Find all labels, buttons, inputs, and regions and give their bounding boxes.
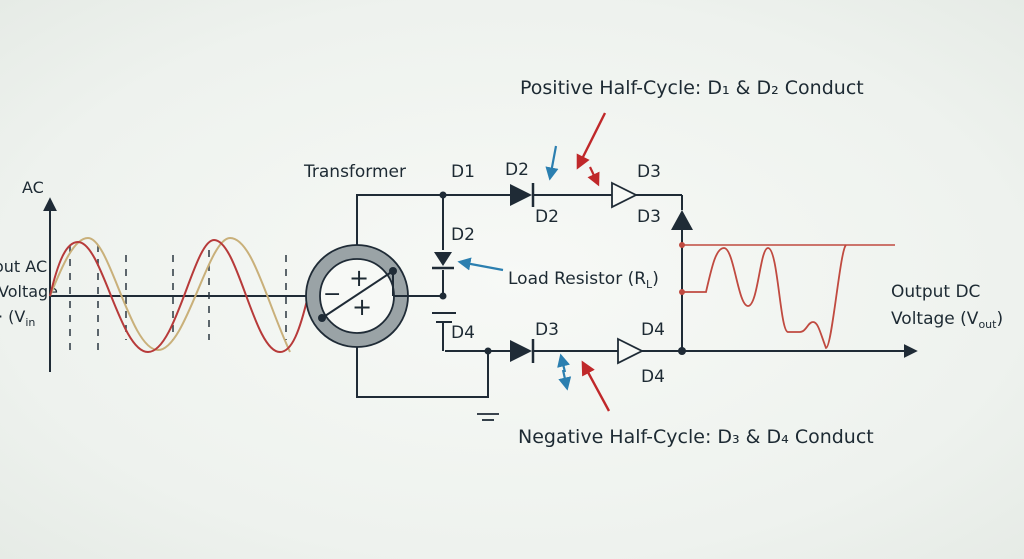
label-d3-top: D3 (637, 162, 661, 182)
label-d4-below: D4 (641, 367, 665, 387)
load-resistor-sub: L (646, 278, 653, 291)
label-d3-below: D3 (637, 207, 661, 227)
transformer-core-diagonal (321, 270, 394, 319)
output-dot-top (679, 242, 685, 248)
output-waveform (682, 244, 847, 349)
transformer-minus: − (323, 282, 341, 307)
transformer-terminal-bottom (318, 314, 326, 322)
transformer-plus-top: + (349, 264, 369, 292)
input-axis-label: AC (22, 178, 44, 197)
negative-half-cycle-title: Negative Half-Cycle: D₃ & D₄ Conduct (518, 426, 874, 448)
output-vout-close: ) (996, 309, 1003, 329)
label-d2-vertical: D2 (451, 225, 475, 245)
output-vout-sub: out (978, 318, 997, 331)
output-label-line2: Voltage (Vout) (891, 309, 1003, 331)
label-d2-below: D2 (535, 207, 559, 227)
input-vin-text: · (V (0, 307, 25, 326)
buffer-top (611, 181, 639, 209)
label-d4-bottom: D4 (641, 320, 665, 340)
label-d1-top: D1 (451, 162, 475, 182)
diode-bottom-left (510, 339, 535, 363)
label-d2-top: D2 (505, 160, 529, 180)
load-resistor-label: Load Resistor (RL) (508, 269, 659, 291)
transformer-label: Transformer (303, 162, 406, 182)
output-vout-text: Voltage (V (891, 309, 979, 329)
input-vin-sub: in (25, 316, 35, 329)
input-wave-red (49, 238, 309, 354)
circuit-wires (356, 194, 683, 398)
input-wave-tan (49, 236, 291, 353)
red-arrow-top-long (576, 112, 607, 170)
transformer-plus-bottom: + (352, 293, 372, 321)
output-dot-mid (679, 289, 685, 295)
load-resistor-text: Load Resistor (R (508, 269, 646, 289)
output-label-line1: Output DC (891, 282, 980, 302)
load-resistor-close: ) (652, 269, 659, 289)
blue-arrow-load (457, 257, 504, 272)
junction-dots (439, 191, 686, 355)
capacitor-symbol (432, 312, 456, 351)
input-label-line2: Voltage (0, 282, 58, 301)
label-d3-bottom: D3 (535, 320, 559, 340)
diode-top-left (510, 183, 535, 207)
ground-symbol (477, 413, 499, 421)
red-arrow-bottom (581, 360, 611, 412)
blue-arrow-bottom-down (558, 369, 572, 391)
buffer-bottom (617, 337, 645, 365)
diode-output-vertical (671, 210, 693, 230)
blue-arrow-top (545, 145, 559, 181)
red-arrow-top-short (587, 166, 600, 187)
diode-vertical-d2 (432, 252, 454, 270)
input-label-line3: · (Vin (0, 307, 35, 329)
input-label-line1: out AC (0, 257, 47, 276)
positive-half-cycle-title: Positive Half-Cycle: D₁ & D₂ Conduct (520, 77, 864, 99)
label-d4-left: D4 (451, 323, 475, 343)
blue-arrow-bottom-up (557, 353, 570, 373)
